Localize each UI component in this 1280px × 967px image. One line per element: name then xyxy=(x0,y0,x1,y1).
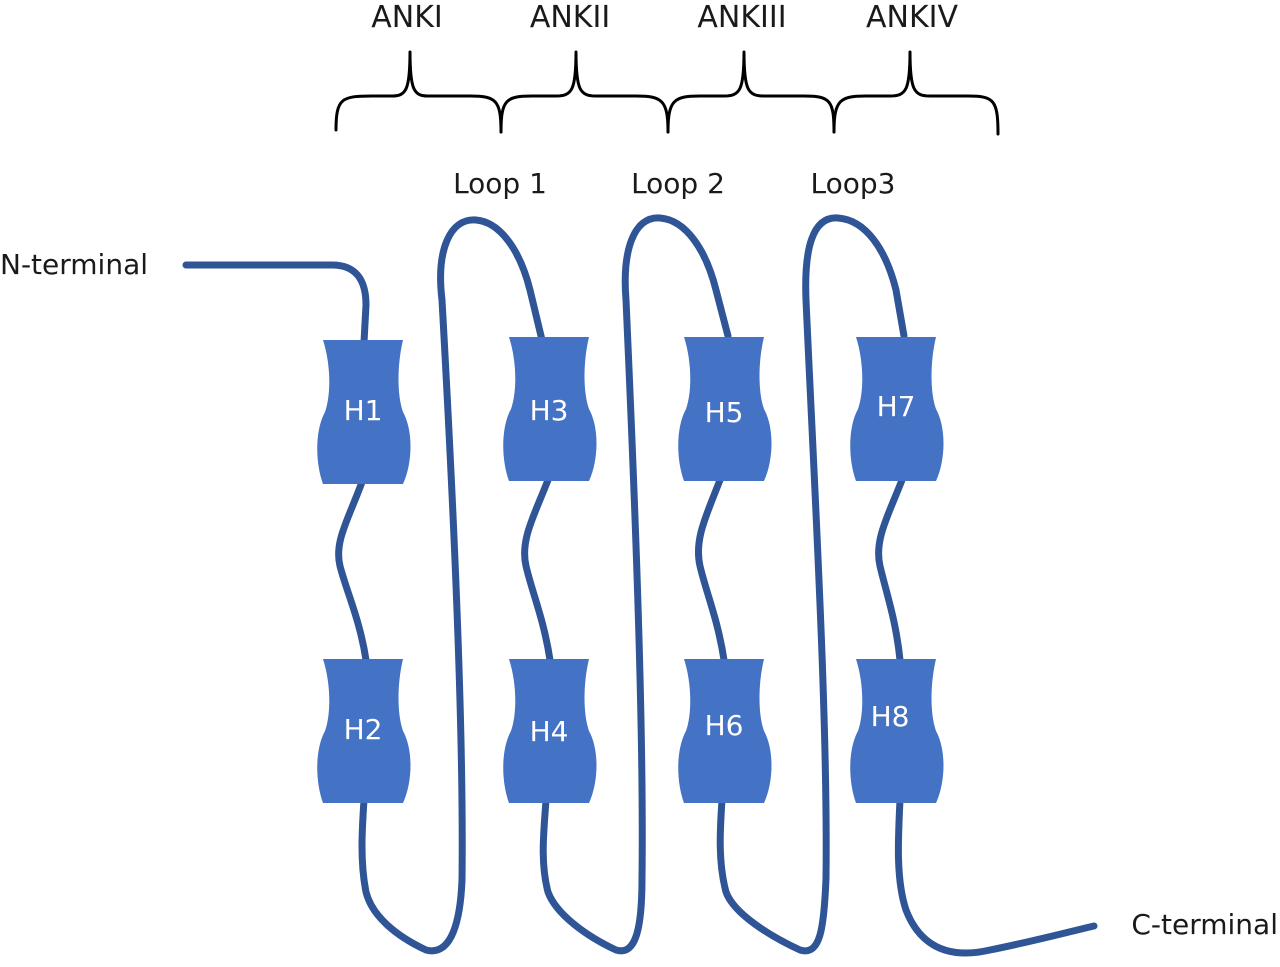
helix-h5: H5 xyxy=(678,337,772,481)
helix-h2: H2 xyxy=(317,659,411,803)
helices: H1 H2 H3 H4 H5 H6 H7 H8 xyxy=(317,337,944,803)
helix-label-h6: H6 xyxy=(705,709,744,742)
n-terminal-label: N-terminal xyxy=(0,248,148,281)
repeat-label-anki: ANKI xyxy=(371,0,442,35)
repeat-label-ankii: ANKII xyxy=(530,0,610,35)
loop-label-3: Loop3 xyxy=(811,167,896,200)
brace-ankiv xyxy=(832,50,1000,136)
loop-label-1: Loop 1 xyxy=(453,167,547,200)
helix-label-h1: H1 xyxy=(344,394,383,427)
brace-ankii xyxy=(499,50,670,134)
repeat-label-ankiv: ANKIV xyxy=(866,0,958,35)
c-terminal-label: C-terminal xyxy=(1131,908,1278,941)
repeat-label-ankiii: ANKIII xyxy=(697,0,786,35)
helix-label-h8: H8 xyxy=(871,700,910,733)
repeat-braces xyxy=(334,50,1000,136)
helix-label-h3: H3 xyxy=(530,394,569,427)
brace-ankiii xyxy=(666,50,836,134)
helix-label-h7: H7 xyxy=(877,390,916,423)
helix-h4: H4 xyxy=(503,659,597,803)
helix-h8: H8 xyxy=(850,659,944,803)
helix-h1: H1 xyxy=(317,340,411,484)
helix-h6: H6 xyxy=(678,659,772,803)
brace-anki xyxy=(334,50,503,134)
helix-label-h4: H4 xyxy=(530,715,569,748)
loop-label-2: Loop 2 xyxy=(631,167,725,200)
helix-label-h2: H2 xyxy=(344,713,383,746)
polypeptide-chain xyxy=(182,214,1098,957)
helix-label-h5: H5 xyxy=(705,396,744,429)
helix-h7: H7 xyxy=(850,337,944,481)
helix-h3: H3 xyxy=(503,337,597,481)
